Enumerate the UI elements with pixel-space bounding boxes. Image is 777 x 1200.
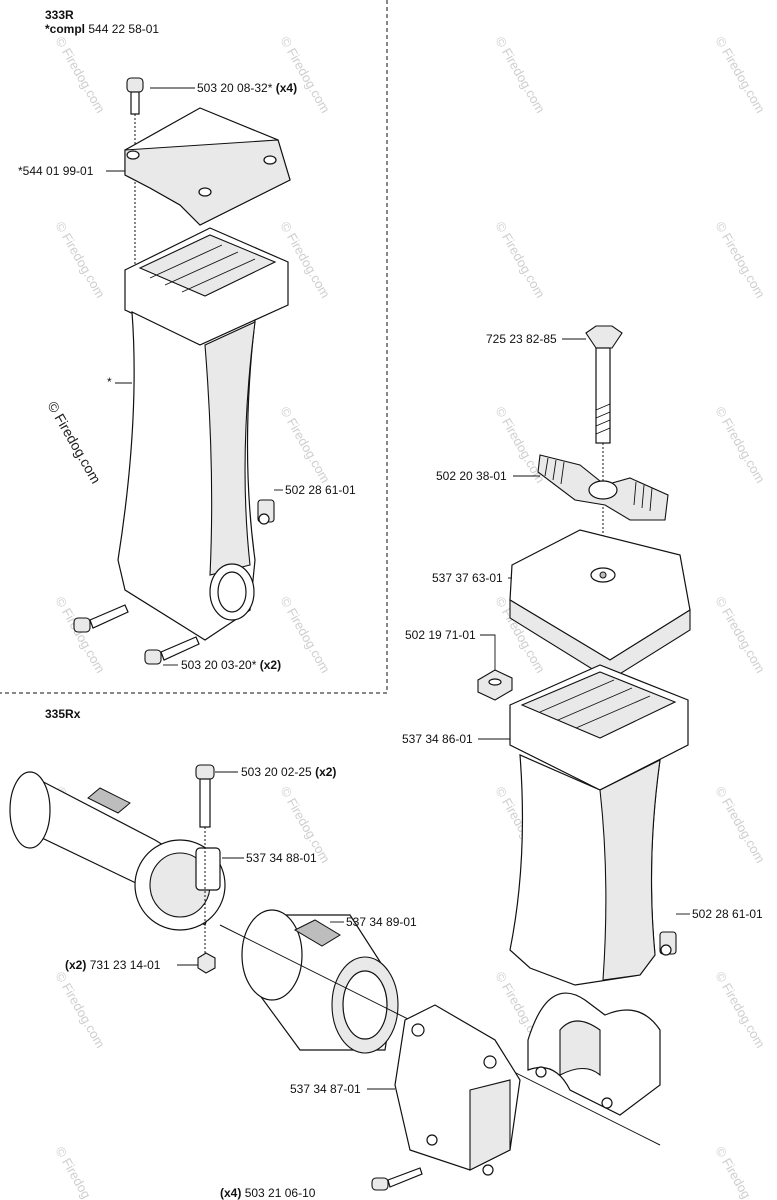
watermark: © Firedog.com <box>52 34 108 116</box>
assembly-right <box>477 325 691 1116</box>
cap-537-37-63-01 <box>509 529 691 681</box>
section-333r-compl: *compl 544 22 58-01 <box>45 22 159 36</box>
clamp-bottom-right <box>527 992 661 1116</box>
cap-544-01-99-01 <box>124 107 291 226</box>
nut-731-23-14-01 <box>197 952 216 974</box>
labels-333r: 503 20 08-32* (x4) *544 01 99-01 * 502 2… <box>18 81 356 672</box>
watermark: © Firedog.com <box>277 34 333 116</box>
watermark: © Firedog.com <box>712 34 768 116</box>
watermark: © Firedog.com <box>712 784 768 866</box>
watermark: © Firedog.com <box>492 219 548 301</box>
clip-502-28-61-01-a <box>257 499 275 525</box>
part-label-537-37-63-01: 537 37 63-01 <box>432 571 503 585</box>
clip-502-28-61-01-b <box>659 931 677 956</box>
part-label-537-34-89-01: 537 34 89-01 <box>346 915 417 929</box>
labels-right: 725 23 82-85 502 20 38-01 537 37 63-01 5… <box>402 332 763 921</box>
watermark: © Firedog.com <box>277 594 333 676</box>
handle-body-333r <box>117 311 256 641</box>
part-label-503-21-06-10: (x4) 503 21 06-10 <box>220 1186 316 1200</box>
part-label-537-34-88-01: 537 34 88-01 <box>246 851 317 865</box>
screw-503-20-03-20-b <box>144 636 200 665</box>
knob-502-20-38-01 <box>537 454 669 521</box>
screw-503-21-06-10 <box>371 1167 423 1191</box>
handle-body-right <box>509 754 661 986</box>
part-label-503-20-03-20: 503 20 03-20* (x2) <box>181 658 281 672</box>
watermark: © Firedog.com <box>712 404 768 486</box>
watermark: © Firedog.com <box>712 1144 768 1200</box>
watermark-prominent: © Firedog.com <box>44 399 104 487</box>
nut-502-19-71-01 <box>477 669 513 701</box>
part-label-537-34-87-01: 537 34 87-01 <box>290 1082 361 1096</box>
watermark: © Firedog.com <box>492 34 548 116</box>
watermark: © Firedog.com <box>52 1144 108 1200</box>
watermark: © Firedog.com <box>52 969 108 1051</box>
clamp-block-333r <box>124 227 289 346</box>
section-333r-boundary <box>0 0 388 694</box>
clamp-ring-537-34-88-01 <box>134 839 226 931</box>
screw-503-20-03-20-a <box>73 604 129 633</box>
clamp-block-537-34-86-01 <box>509 664 689 791</box>
part-label-725-23-82-85: 725 23 82-85 <box>486 332 557 346</box>
part-label-544-01-99-01: *544 01 99-01 <box>18 164 94 178</box>
part-label-537-34-86-01: 537 34 86-01 <box>402 732 473 746</box>
watermark: © Firedog.com <box>277 404 333 486</box>
part-label-502-28-61-01-a: 502 28 61-01 <box>285 483 356 497</box>
labels-335rx: 503 20 02-25 (x2) 537 34 88-01 537 34 89… <box>65 765 417 1200</box>
part-label-503-20-08-32: 503 20 08-32* (x4) <box>197 81 297 95</box>
part-label-502-28-61-01-b: 502 28 61-01 <box>692 907 763 921</box>
part-label-503-20-02-25: 503 20 02-25 (x2) <box>241 765 336 779</box>
assembly-333r <box>73 77 291 665</box>
watermark: © Firedog.com <box>52 594 108 676</box>
watermark: © Firedog.com <box>712 219 768 301</box>
sleeve-537-34-89-01 <box>241 909 399 1054</box>
watermark: © Firedog.com <box>712 969 768 1051</box>
clamp-537-34-87-01 <box>394 1004 521 1176</box>
watermark: © Firedog.com <box>712 594 768 676</box>
section-333r-title: 333R <box>45 8 74 22</box>
part-label-502-20-38-01: 502 20 38-01 <box>436 469 507 483</box>
screw-503-20-02-25 <box>195 764 215 955</box>
assembly-335rx <box>9 764 661 1191</box>
part-label-731-23-14-01: (x2) 731 23 14-01 <box>65 958 161 972</box>
part-label-asterisk: * <box>107 375 112 389</box>
section-335rx-title: 335Rx <box>45 707 81 721</box>
watermark: © Firedog.com <box>52 219 108 301</box>
part-label-502-19-71-01: 502 19 71-01 <box>405 628 476 642</box>
